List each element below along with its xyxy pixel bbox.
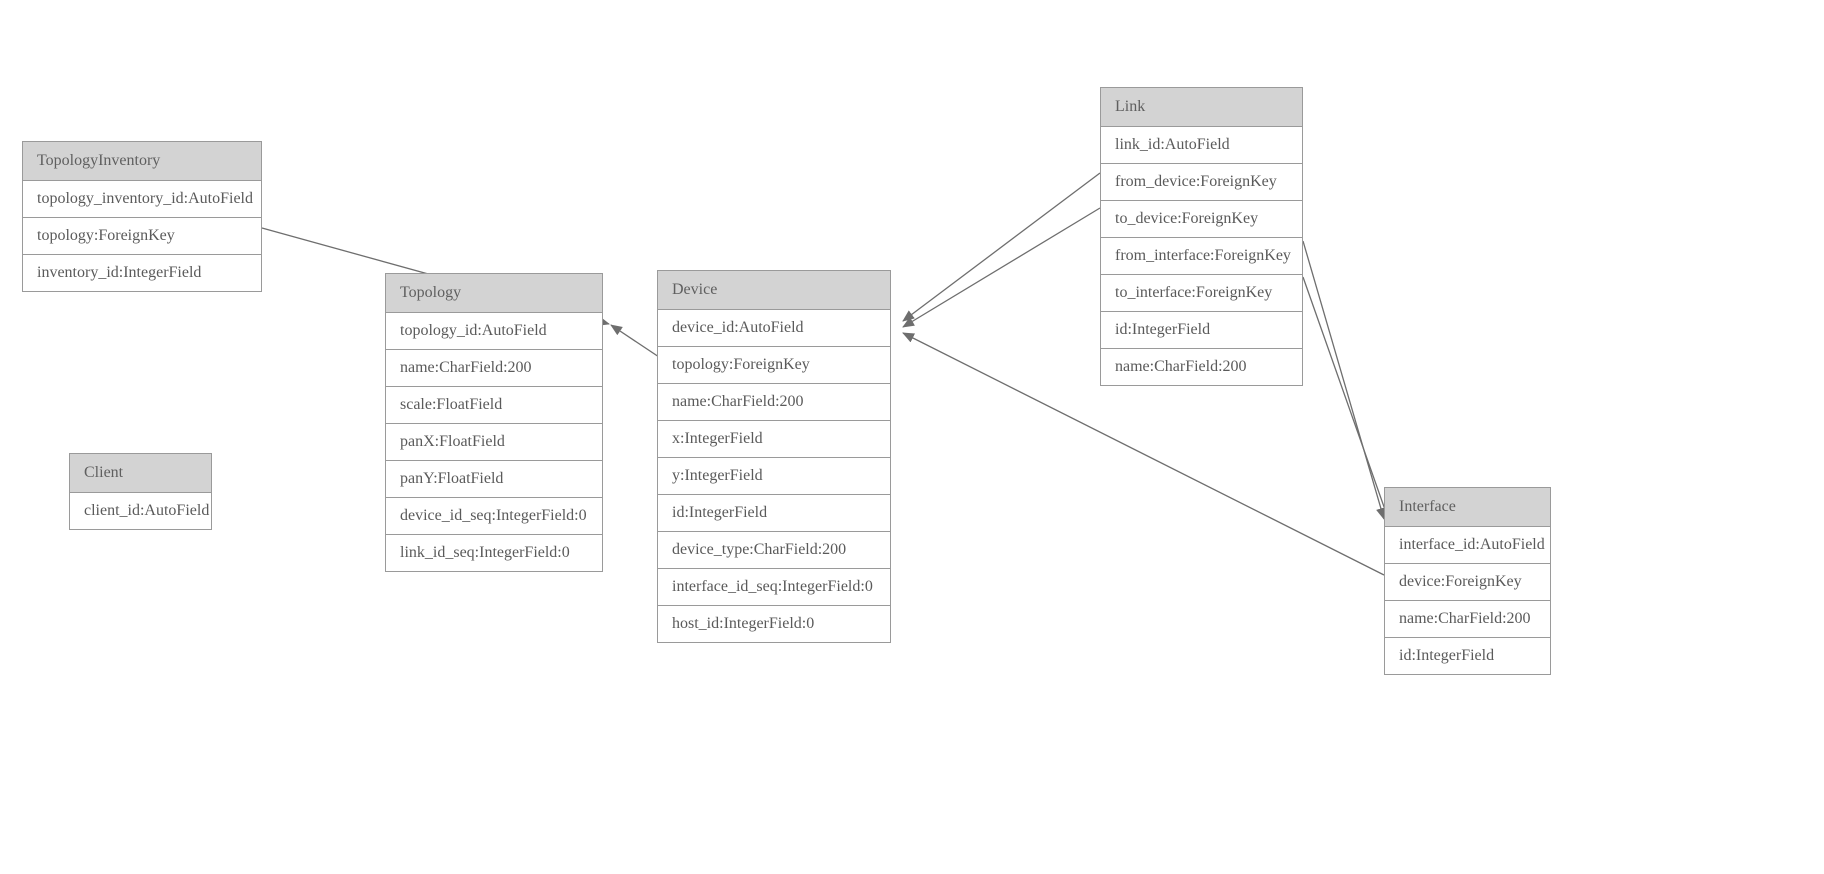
field-row: client_id:AutoField [70,493,211,530]
field-row: device:ForeignKey [1385,564,1550,601]
field-row: to_device:ForeignKey [1101,201,1302,238]
field-row: x:IntegerField [658,421,890,458]
field-row: device_id:AutoField [658,310,890,347]
field-row: from_interface:ForeignKey [1101,238,1302,275]
field-row: scale:FloatField [386,387,602,424]
edge-device-to-topology [610,324,660,358]
field-row: interface_id_seq:IntegerField:0 [658,569,890,606]
field-row: interface_id:AutoField [1385,527,1550,564]
entity-title-topology: Topology [386,274,602,313]
field-row: panX:FloatField [386,424,602,461]
field-row: name:CharField:200 [1385,601,1550,638]
field-row: topology_id:AutoField [386,313,602,350]
field-row: y:IntegerField [658,458,890,495]
field-row: host_id:IntegerField:0 [658,606,890,643]
entity-title-link: Link [1101,88,1302,127]
field-row: topology:ForeignKey [23,218,261,255]
field-row: topology:ForeignKey [658,347,890,384]
entity-topology[interactable]: Topology topology_id:AutoField name:Char… [385,273,603,572]
field-row: link_id:AutoField [1101,127,1302,164]
field-row: device_type:CharField:200 [658,532,890,569]
entity-topology-inventory[interactable]: TopologyInventory topology_inventory_id:… [22,141,262,292]
entity-title-client: Client [70,454,211,493]
field-row: link_id_seq:IntegerField:0 [386,535,602,572]
edge-link-from-device-to-device [902,172,1101,322]
entity-title-interface: Interface [1385,488,1550,527]
field-row: from_device:ForeignKey [1101,164,1302,201]
edge-link-to-device-to-device [902,207,1101,328]
field-row: id:IntegerField [658,495,890,532]
field-row: panY:FloatField [386,461,602,498]
field-row: device_id_seq:IntegerField:0 [386,498,602,535]
field-row: topology_inventory_id:AutoField [23,181,261,218]
entity-link[interactable]: Link link_id:AutoField from_device:Forei… [1100,87,1303,386]
entity-interface[interactable]: Interface interface_id:AutoField device:… [1384,487,1551,675]
entity-client[interactable]: Client client_id:AutoField [69,453,212,530]
field-row: id:IntegerField [1385,638,1550,675]
edge-link-from-interface-to-interface [1302,240,1386,520]
field-row: name:CharField:200 [658,384,890,421]
field-row: id:IntegerField [1101,312,1302,349]
entity-device[interactable]: Device device_id:AutoField topology:Fore… [657,270,891,643]
entity-title-device: Device [658,271,890,310]
field-row: name:CharField:200 [1101,349,1302,386]
edge-link-to-interface-to-interface [1302,276,1391,522]
entity-title-topology-inventory: TopologyInventory [23,142,261,181]
field-row: inventory_id:IntegerField [23,255,261,292]
field-row: name:CharField:200 [386,350,602,387]
field-row: to_interface:ForeignKey [1101,275,1302,312]
